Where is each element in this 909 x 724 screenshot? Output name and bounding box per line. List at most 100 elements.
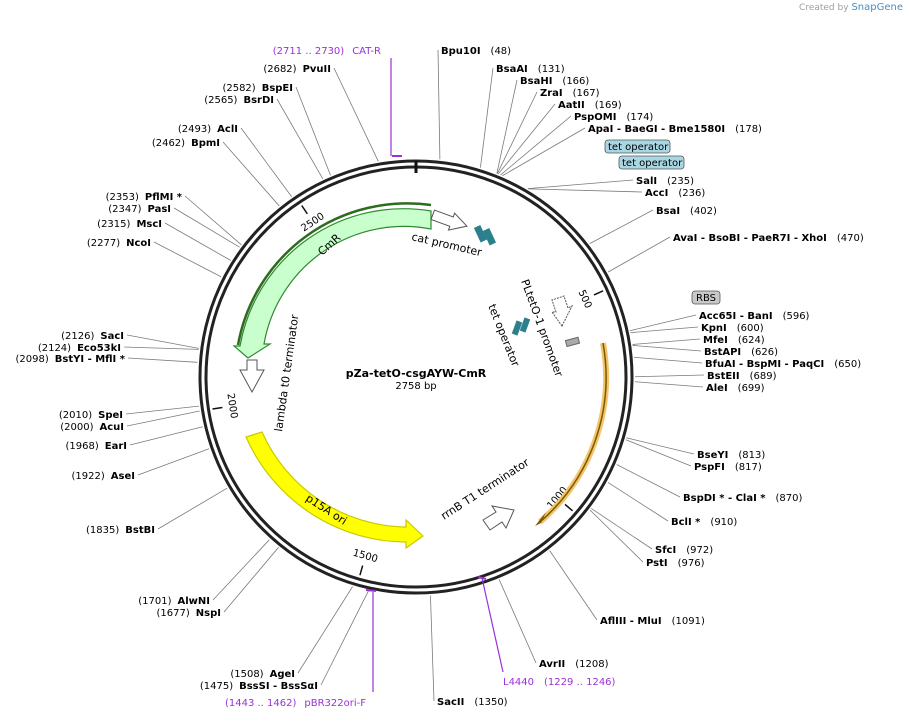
site-name: PvuII	[303, 64, 331, 75]
restriction-site[interactable]: BsaAI(131)	[496, 64, 565, 75]
restriction-site[interactable]: NspI(1677)	[157, 608, 221, 619]
site-leader	[497, 103, 556, 175]
restriction-site[interactable]: AlwNI(1701)	[138, 596, 210, 607]
site-position: (178)	[735, 124, 762, 135]
restriction-site[interactable]: BsaI(402)	[656, 206, 717, 217]
site-name: MfeI	[703, 335, 728, 346]
restriction-site[interactable]: BseYI(813)	[697, 450, 765, 461]
primer-name: L4440	[503, 677, 534, 688]
restriction-site[interactable]: PflMI *(2353)	[106, 192, 183, 203]
restriction-site[interactable]: BfuAI - BspMI - PaqCI(650)	[705, 359, 861, 370]
site-name: PspFI	[694, 462, 725, 473]
restriction-site[interactable]: BclI *(910)	[671, 517, 737, 528]
site-leader	[589, 509, 644, 563]
site-name: BstAPI	[704, 347, 741, 358]
site-leader	[607, 236, 671, 273]
restriction-site[interactable]: BssSI - BssSαI(1475)	[200, 681, 318, 692]
restriction-site[interactable]: EarI(1968)	[66, 441, 128, 452]
restriction-site[interactable]: PvuII(2682)	[263, 64, 331, 75]
feature-orange-cds[interactable]	[535, 342, 610, 526]
restriction-site[interactable]: ZraI(167)	[540, 88, 600, 99]
restriction-site[interactable]: SpeI(2010)	[59, 410, 123, 421]
site-name: BsaI	[656, 206, 680, 217]
restriction-site[interactable]: BspEI(2582)	[222, 83, 293, 94]
site-name: BspEI	[262, 83, 293, 94]
restriction-site[interactable]: BstAPI(626)	[704, 347, 778, 358]
tick-mark	[593, 290, 604, 296]
restriction-site[interactable]: SacI(2126)	[61, 331, 124, 342]
restriction-site[interactable]: AflIII - MluI(1091)	[600, 616, 705, 627]
restriction-site[interactable]: SfcI(972)	[655, 545, 713, 556]
restriction-site[interactable]: AccI(236)	[645, 188, 705, 199]
credit-prefix: Created by	[799, 3, 849, 13]
site-position: (1922)	[72, 471, 105, 482]
restriction-site[interactable]: BstBI(1835)	[86, 525, 155, 536]
restriction-site[interactable]: AseI(1922)	[72, 471, 135, 482]
site-leader	[153, 241, 222, 278]
restriction-site[interactable]: SacII(1350)	[437, 697, 508, 708]
restriction-site[interactable]: BspDI * - ClaI *(870)	[683, 493, 803, 504]
site-leader	[528, 188, 643, 193]
site-name: AatII	[558, 100, 585, 111]
site-name: KpnI	[701, 323, 727, 334]
rrnb-t1-arrow	[482, 505, 515, 531]
restriction-site[interactable]: SalI(235)	[636, 176, 694, 187]
restriction-site[interactable]: MscI(2315)	[97, 219, 162, 230]
cat-operator-mark-1	[473, 225, 488, 243]
site-name: PspOMI	[574, 112, 616, 123]
restriction-site[interactable]: PstI(976)	[646, 558, 705, 569]
site-name: SalI	[636, 176, 657, 187]
restriction-site[interactable]: AgeI(1508)	[230, 669, 295, 680]
tick-label: 500	[575, 288, 593, 310]
restriction-site[interactable]: MfeI(624)	[703, 335, 765, 346]
restriction-site[interactable]: AvaI - BsoBI - PaeR7I - XhoI(470)	[673, 233, 864, 244]
tet-operator-box-1[interactable]: tet operator	[604, 139, 671, 154]
primer-label[interactable]: CAT-R(2711 .. 2730)	[273, 46, 392, 156]
restriction-site[interactable]: AatII(169)	[558, 100, 622, 111]
feature-cmr[interactable]: CmR	[232, 202, 432, 359]
site-leader	[123, 346, 199, 350]
restriction-site[interactable]: KpnI(600)	[701, 323, 764, 334]
site-leader	[126, 334, 199, 349]
restriction-sites: Bpu10I(48)BsaAI(131)BsaHI(166)ZraI(167)A…	[16, 46, 864, 708]
restriction-site[interactable]: AclI(2493)	[178, 124, 238, 135]
restriction-site[interactable]: BsrDI(2565)	[204, 95, 274, 106]
site-leader	[626, 437, 695, 455]
cat-operator-mark-2	[482, 228, 497, 246]
site-leader	[137, 448, 210, 476]
site-name: Acc65I - BanI	[699, 311, 773, 322]
site-position: (2277)	[87, 238, 120, 249]
site-position: (2565)	[204, 95, 237, 106]
restriction-site[interactable]: AleI(699)	[706, 383, 765, 394]
tick-mark	[359, 565, 364, 576]
feature-tet-operator-inner[interactable]: tet operator	[485, 302, 531, 369]
restriction-site[interactable]: PasI(2347)	[108, 204, 171, 215]
restriction-site[interactable]: PspFI(817)	[694, 462, 762, 473]
restriction-site[interactable]: Eco53kI(2124)	[38, 343, 121, 354]
restriction-site[interactable]: BpmI(2462)	[152, 138, 220, 149]
restriction-site[interactable]: BstEII(689)	[707, 371, 777, 382]
site-position: (1508)	[230, 669, 263, 680]
site-leader	[157, 487, 228, 530]
restriction-site[interactable]: AcuI(2000)	[60, 422, 124, 433]
feature-cat-operators[interactable]	[473, 225, 497, 246]
restriction-site[interactable]: BstYI - MflI *(2098)	[16, 354, 126, 365]
rbs-box[interactable]: RBS	[691, 290, 721, 305]
restriction-site[interactable]: Bpu10I(48)	[441, 46, 511, 57]
restriction-site[interactable]: BsaHI(166)	[520, 76, 589, 87]
restriction-site[interactable]: NcoI(2277)	[87, 238, 151, 249]
tick-mark	[564, 503, 574, 512]
restriction-site[interactable]: PspOMI (174)	[574, 112, 653, 123]
site-position: (174)	[626, 112, 653, 123]
restriction-site[interactable]: Acc65I - BanI(596)	[699, 311, 810, 322]
restriction-site[interactable]: ApaI - BaeGI - Bme1580I(178)	[588, 124, 762, 135]
site-position: (166)	[562, 76, 589, 87]
pltet-promoter-arrow	[551, 295, 574, 327]
primer-label[interactable]: pBR322ori-F(1443 .. 1462)	[225, 592, 374, 709]
site-leader	[127, 357, 198, 363]
restriction-site[interactable]: AvrII(1208)	[539, 659, 609, 670]
feature-rrnb-terminator[interactable]: rrnB T1 terminator	[439, 456, 532, 531]
primer-label[interactable]: L4440(1229 .. 1246)	[481, 577, 616, 688]
tet-operator-box-2[interactable]: tet operator	[618, 155, 685, 170]
site-name: BseYI	[697, 450, 728, 461]
